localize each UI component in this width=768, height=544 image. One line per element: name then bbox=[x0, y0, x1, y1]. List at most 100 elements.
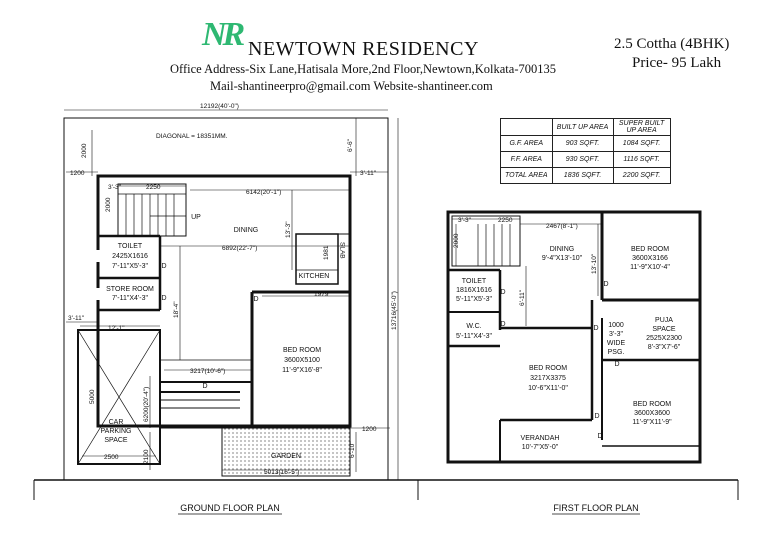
ff-wc-label: W.C. bbox=[466, 323, 481, 330]
ff-puja-label-2: SPACE bbox=[652, 326, 676, 333]
gf-dim-stair-2250: 2250 bbox=[146, 184, 161, 191]
ff-door: D bbox=[500, 289, 505, 296]
ff-bed3-ft: 11'-9"X11'-9" bbox=[632, 419, 672, 426]
gf-dim-6892: 6892(22'-7") bbox=[222, 245, 257, 252]
gf-garden-label: GARDEN bbox=[271, 453, 301, 460]
gf-dim-5000: 5000 bbox=[89, 389, 96, 404]
gf-car-label-3: SPACE bbox=[104, 437, 128, 444]
gf-dim-left-3-11: 3'-11" bbox=[68, 315, 85, 322]
ff-bed1-ft: 11'-9"X10'-4" bbox=[630, 264, 670, 271]
first-floor-plan bbox=[418, 210, 739, 500]
gf-dining-label: DINING bbox=[234, 227, 259, 234]
ff-bed3-label: BED ROOM bbox=[633, 401, 671, 408]
ff-verandah-ft: 10'-7"X5'-0" bbox=[522, 444, 559, 451]
car-parking bbox=[77, 329, 161, 465]
garden-area bbox=[221, 427, 351, 477]
ff-bed2-label: BED ROOM bbox=[529, 365, 567, 372]
gf-toilet-size: 2425X1616 bbox=[112, 253, 148, 260]
ff-dim-6-11: 6'-11" bbox=[519, 289, 526, 306]
kitchen-block bbox=[295, 233, 339, 285]
gf-toilet-ft: 7'-11"X5'-3" bbox=[112, 263, 148, 270]
office-address: Office Address-Six Lane,Hatisala More,2n… bbox=[170, 62, 556, 76]
ff-wc-ft: 5'-11"X4'-3" bbox=[456, 333, 492, 340]
gf-bed-size: 3600X5100 bbox=[284, 357, 320, 364]
ff-door: D bbox=[594, 413, 599, 420]
area-row-super: 2200 SQFT. bbox=[612, 167, 671, 184]
gf-dim-2500: 2500 bbox=[104, 454, 119, 461]
gf-dim-13-3: 13'-3" bbox=[285, 221, 292, 238]
ff-bed2-size: 3217X3375 bbox=[530, 375, 566, 382]
ff-toilet-label: TOILET bbox=[462, 278, 487, 285]
gf-dim-6-10: 6'-10" bbox=[349, 441, 356, 458]
ff-dim-13-10: 13'-10" bbox=[591, 253, 598, 274]
gf-door: D bbox=[161, 295, 166, 302]
gf-toilet-label: TOILET bbox=[118, 243, 143, 250]
ff-dim-stair-3-3: 3'-3" bbox=[458, 217, 472, 224]
gf-overall-width: 12192(40'-0") bbox=[200, 103, 239, 110]
ff-plan-title: FIRST FLOOR PLAN bbox=[553, 503, 638, 513]
gf-bed-label: BED ROOM bbox=[283, 347, 321, 354]
building-outline bbox=[96, 174, 352, 428]
gf-kitchen-label: KITCHEN bbox=[299, 273, 330, 280]
ff-dim-stair-2250: 2250 bbox=[498, 217, 513, 224]
gf-dim-1200: 1200 bbox=[70, 170, 85, 177]
gf-diagonal: DIAGONAL = 18351MM. bbox=[156, 133, 228, 140]
ff-building-outline bbox=[446, 210, 702, 464]
gf-plan-title: GROUND FLOOR PLAN bbox=[180, 503, 280, 513]
ff-verandah-label: VERANDAH bbox=[521, 435, 560, 442]
gf-store-label: STORE ROOM bbox=[106, 286, 154, 293]
ff-dim-2467: 2467(8'-1") bbox=[546, 223, 578, 230]
ff-psg-1: 1000 bbox=[608, 322, 624, 329]
ff-door: D bbox=[500, 321, 505, 328]
contact-line: Mail-shantineerpro@gmail.com Website-sha… bbox=[210, 79, 493, 93]
ff-bed1-label: BED ROOM bbox=[631, 246, 669, 253]
gf-overall-depth: 13716(45'-0") bbox=[391, 291, 398, 330]
ff-bed1-size: 3600X3166 bbox=[632, 255, 668, 262]
gf-dim-6-6: 6'-6" bbox=[347, 138, 354, 152]
plot-size: 2.5 Cottha (4BHK) bbox=[614, 36, 730, 52]
ff-door: D bbox=[603, 281, 608, 288]
ff-psg-4: PSG. bbox=[608, 349, 625, 356]
gf-dim-right-1200: 1200 bbox=[362, 426, 377, 433]
gf-store-ft: 7'-11"X4'-3" bbox=[112, 295, 148, 302]
gf-dim-6200: 6200(20'-4") bbox=[143, 387, 150, 422]
ff-psg-2: 3'-3" bbox=[609, 331, 623, 338]
gf-dim-2100: 2100 bbox=[143, 449, 150, 464]
gf-dim-12-1: 12'-1" bbox=[108, 325, 125, 332]
ff-puja-ft: 8'-3"X7'-6" bbox=[648, 344, 681, 351]
gf-dim-1981: 1981 bbox=[323, 245, 330, 260]
gf-dim-6142: 6142(20'-1") bbox=[246, 189, 281, 196]
gf-car-label-2: PARKING bbox=[101, 428, 132, 435]
gf-dim-2000: 2000 bbox=[81, 143, 88, 158]
ground-floor-labels: 12192(40'-0") DIAGONAL = 18351MM. 2000 6… bbox=[68, 103, 398, 513]
gf-dim-stair-2000: 2000 bbox=[105, 197, 112, 212]
gf-door: D bbox=[253, 296, 258, 303]
gf-up-label: UP bbox=[191, 214, 201, 221]
ff-dim-stair-2000: 2000 bbox=[453, 233, 460, 248]
ground-floor-plan bbox=[33, 109, 419, 500]
gf-dim-3-11: 3'-11" bbox=[360, 170, 377, 177]
area-table: BUILT UP AREA SUPER BUILT UP AREA G.F. A… bbox=[500, 118, 671, 184]
gf-dim-1979: 1979 bbox=[314, 291, 329, 298]
ff-puja-size: 2525X2300 bbox=[646, 335, 682, 342]
ff-dining-label: DINING bbox=[550, 246, 575, 253]
ff-toilet-size: 1816X1616 bbox=[456, 287, 492, 294]
ff-psg-3: WIDE bbox=[607, 340, 626, 347]
gf-dim-3217: 3217(10'-6") bbox=[190, 368, 225, 375]
price: Price- 95 Lakh bbox=[632, 55, 722, 71]
gf-bed-ft: 11'-9"X16'-8" bbox=[282, 367, 322, 374]
gf-dim-18-4: 18'-4" bbox=[173, 301, 180, 318]
logo: NR bbox=[202, 16, 245, 53]
gf-dim-5013: 5013(16'-5") bbox=[264, 469, 299, 476]
ff-dining-ft: 9'-4"X13'-10" bbox=[542, 255, 583, 262]
ff-bed2-ft: 10'-6"X11'-0" bbox=[528, 385, 568, 392]
ff-door: D bbox=[597, 433, 602, 440]
ff-door: D bbox=[593, 325, 598, 332]
first-floor-labels: 3'-3" 2250 2000 2467(8'-1") DINING 9'-4"… bbox=[453, 217, 682, 513]
stair bbox=[117, 183, 187, 237]
gf-door: D bbox=[161, 263, 166, 270]
project-title: NEWTOWN RESIDENCY bbox=[248, 38, 479, 60]
gf-door: D bbox=[202, 383, 207, 390]
ff-toilet-ft: 5'-11"X5'-3" bbox=[456, 296, 492, 303]
